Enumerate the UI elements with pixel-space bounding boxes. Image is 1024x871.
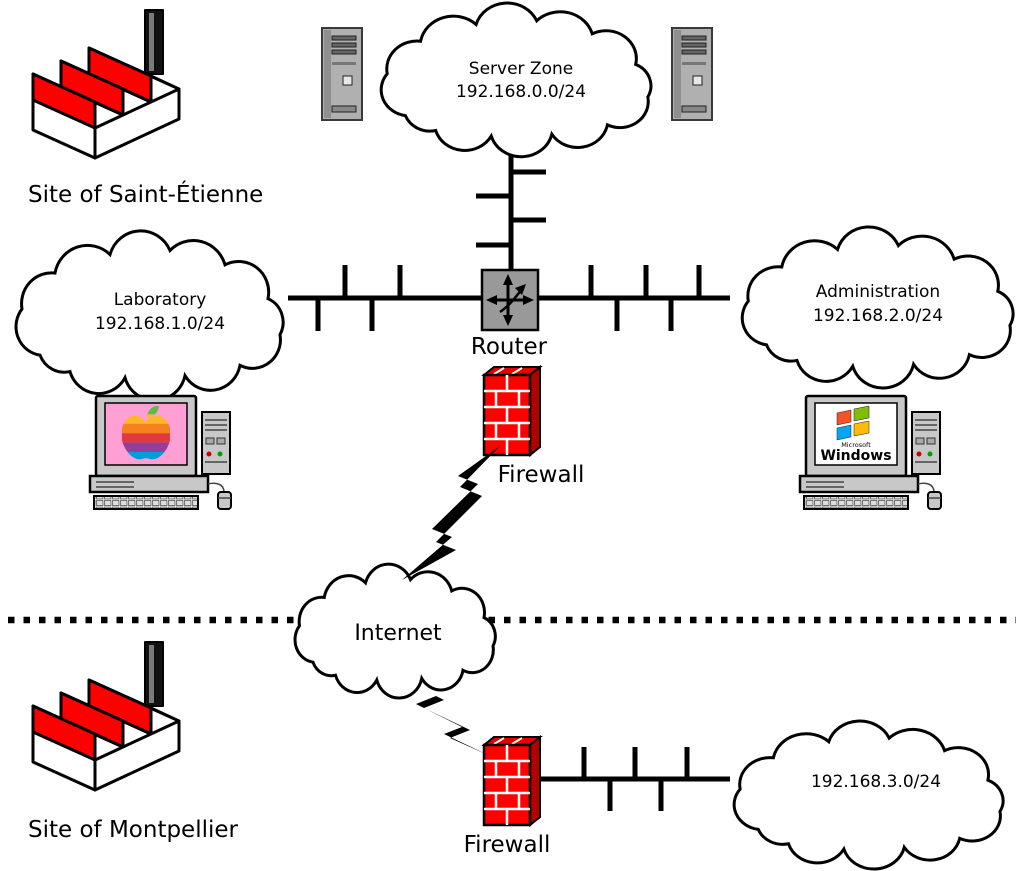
windows-system-unit xyxy=(798,474,920,494)
external-drive-icon xyxy=(201,411,231,475)
cloud-montpellier-lan: 192.168.3.0/24 xyxy=(732,719,1005,871)
server-tower-left-icon xyxy=(321,27,363,121)
server-zone-subnet: 192.168.0.0/24 xyxy=(456,82,586,102)
site-montpellier-label: Site of Montpellier xyxy=(28,817,239,843)
firewall-bottom-label: Firewall xyxy=(464,832,551,858)
server-zone-name: Server Zone xyxy=(469,59,573,79)
windows-keyboard xyxy=(803,495,909,510)
laboratory-subnet: 192.168.1.0/24 xyxy=(95,314,225,334)
router-arrows-icon xyxy=(486,274,534,326)
firewall-top-label: Firewall xyxy=(498,462,585,488)
mac-workstation xyxy=(88,394,232,510)
firewall-bottom-icon xyxy=(482,735,542,827)
firewall-top-icon xyxy=(482,365,542,457)
administration-name: Administration xyxy=(816,282,940,302)
cloud-internet: Internet xyxy=(293,562,497,700)
microsoft-small-label: Microsoft xyxy=(841,441,871,449)
mac-keyboard xyxy=(93,495,199,510)
windows-workstation: Microsoft Windows xyxy=(798,394,942,510)
factory-montpellier-icon xyxy=(31,640,181,792)
site-saint-etienne-label: Site of Saint-Étienne xyxy=(28,180,263,208)
mac-mouse xyxy=(207,482,232,510)
windows-brand-label: Windows xyxy=(820,448,891,464)
mac-system-unit xyxy=(88,474,210,494)
laboratory-name: Laboratory xyxy=(114,290,207,310)
cloud-server-zone: Server Zone 192.168.0.0/24 xyxy=(379,1,653,159)
router-label: Router xyxy=(471,334,548,360)
cloud-laboratory: Laboratory 192.168.1.0/24 xyxy=(14,229,285,403)
montpellier-lan-subnet: 192.168.3.0/24 xyxy=(811,772,941,792)
external-drive-icon xyxy=(911,411,941,475)
server-tower-right-icon xyxy=(671,27,713,121)
windows-logo-icon xyxy=(836,405,870,441)
windows-mouse xyxy=(917,482,942,510)
cloud-administration: Administration 192.168.2.0/24 xyxy=(740,225,1015,390)
cloud-outline xyxy=(379,1,653,159)
router xyxy=(480,268,540,332)
cloud-outline xyxy=(732,719,1005,871)
administration-subnet: 192.168.2.0/24 xyxy=(813,306,943,326)
internet-label: Internet xyxy=(354,621,442,646)
factory-saint-etienne-icon xyxy=(31,8,181,160)
lightning-bolt-top-icon xyxy=(402,446,500,580)
ethernet-montpellier-lan xyxy=(520,747,730,811)
